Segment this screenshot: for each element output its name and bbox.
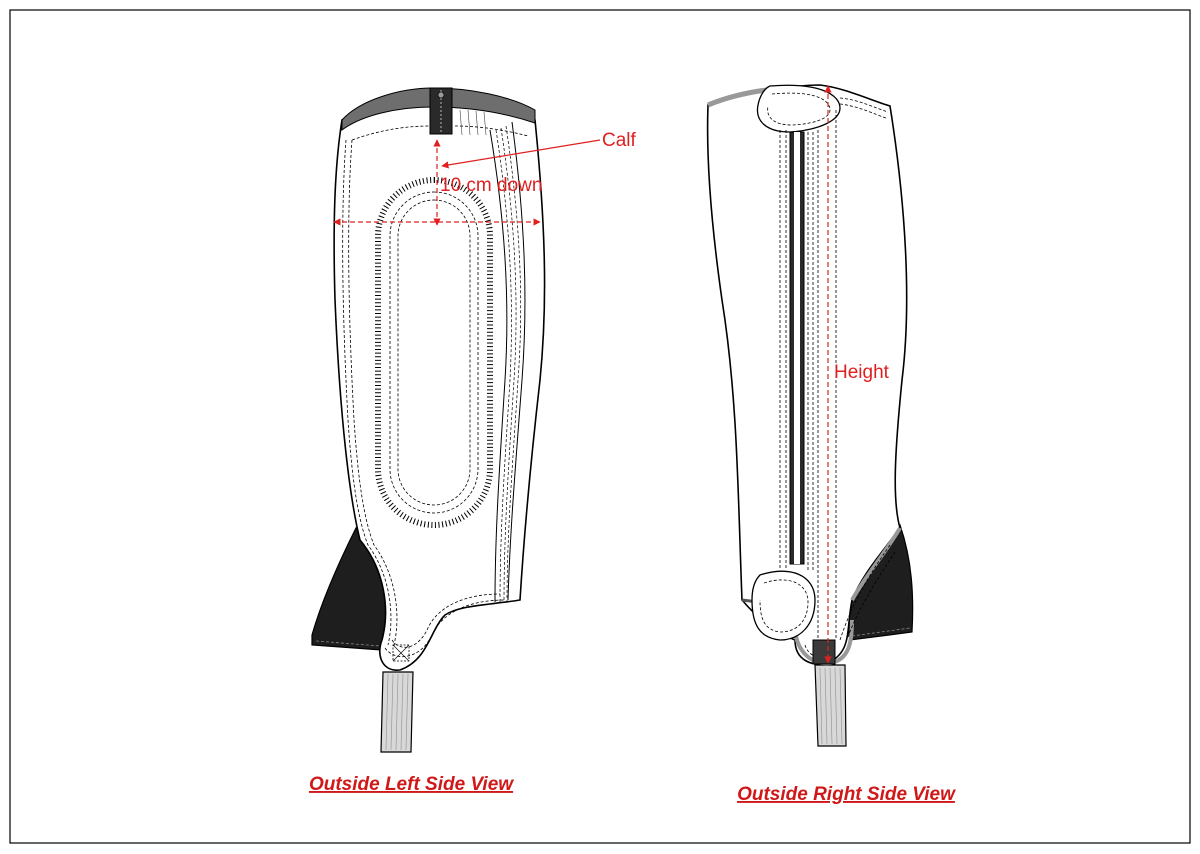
right-heel-block bbox=[812, 639, 836, 665]
right-gaiter-drawing: Height bbox=[706, 84, 914, 747]
left-strap bbox=[380, 671, 414, 753]
left-bartack bbox=[392, 644, 410, 662]
calf-label: Calf bbox=[602, 130, 637, 151]
height-label: Height bbox=[834, 362, 890, 383]
right-view-caption: Outside Right Side View bbox=[737, 784, 956, 805]
left-gaiter-drawing: Calf 10 cm down bbox=[311, 87, 637, 753]
left-top-zipper bbox=[429, 87, 453, 135]
calf-offset-label: 10 cm down bbox=[440, 175, 542, 196]
left-elastic-strip bbox=[489, 121, 526, 603]
sheet-border bbox=[9, 9, 1191, 844]
calf-measurement bbox=[333, 139, 601, 226]
right-bottom-tab bbox=[751, 570, 816, 641]
right-strap bbox=[814, 664, 847, 747]
right-side-zipper bbox=[779, 130, 814, 570]
left-view-caption: Outside Left Side View bbox=[309, 774, 514, 795]
left-top-trim bbox=[341, 87, 536, 131]
